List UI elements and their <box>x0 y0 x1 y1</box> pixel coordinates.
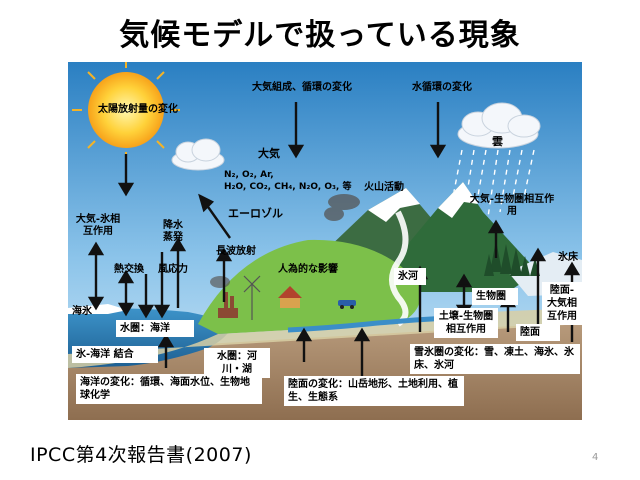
label-cryosphere-changes: 雪氷圏の変化：雪、凍土、海氷、氷床、氷河 <box>410 344 580 374</box>
label-land-changes: 陸面の変化：山岳地形、土地利用、植生、生態系 <box>284 376 464 406</box>
label-aerosol: エーロゾル <box>228 207 283 220</box>
rain-cloud-icon <box>457 102 541 149</box>
label-atmos-ice: 大気-氷相互作用 <box>75 214 121 237</box>
sea-ice <box>68 304 128 314</box>
car-icon <box>338 300 356 309</box>
label-volcano: 火山活動 <box>364 182 404 193</box>
label-sea-ice: 海氷 <box>72 306 92 317</box>
label-longwave: 長波放射 <box>216 246 256 257</box>
river <box>287 315 449 333</box>
label-atmosphere: 大気 <box>258 147 280 160</box>
house-icon <box>278 286 302 308</box>
label-hydrosphere-ocean: 水圏：海洋 <box>116 320 194 337</box>
sun-icon <box>72 62 180 162</box>
volcano-smoke-icon <box>324 194 360 221</box>
climate-system-diagram: 太陽放射量の変化 大気組成、循環の変化 水循環の変化 雲 大気 N₂, O₂, … <box>68 62 582 420</box>
label-soil-biosphere: 土壌-生物圏相互作用 <box>434 308 498 338</box>
label-cloud: 雲 <box>492 135 503 148</box>
label-wind-stress: 風応力 <box>158 264 188 275</box>
windmill-icon <box>243 275 261 320</box>
label-land-surface: 陸面 <box>516 324 560 341</box>
source-citation: IPCC第4次報告書(2007) <box>30 444 252 466</box>
green-hill <box>198 239 421 334</box>
label-atmos-composition: 大気組成、循環の変化 <box>252 82 352 93</box>
label-ice-ocean-coupling: 氷-海洋 結合 <box>72 346 158 363</box>
page-number: 4 <box>592 452 599 463</box>
label-gases-line2: H₂O, CO₂, CH₄, N₂O, O₃, 等 <box>224 182 352 192</box>
label-hydrosphere-rivers: 水圏：河川・湖 <box>204 348 270 378</box>
label-ocean-changes: 海洋の変化：循環、海面水位、生物地球化学 <box>76 374 262 404</box>
label-biosphere: 生物圏 <box>472 288 518 305</box>
glacier-stream <box>389 210 409 327</box>
label-solar-radiation: 太陽放射量の変化 <box>98 104 178 115</box>
label-ice-sheet: 氷床 <box>558 252 578 263</box>
label-gases-line1: N₂, O₂, Ar, <box>224 170 274 180</box>
label-water-cycle: 水循環の変化 <box>412 82 472 93</box>
label-atmos-biosphere: 大気-生物圏相互作用 <box>469 194 555 217</box>
label-human-influence: 人為的な影響 <box>278 264 338 275</box>
label-glacier: 氷河 <box>394 268 426 285</box>
label-heat-exchange: 熱交換 <box>114 264 144 275</box>
label-precip-evap: 降水蒸発 <box>163 220 183 243</box>
label-land-atmos: 陸面-大気相互作用 <box>542 282 582 325</box>
cloud-left-icon <box>171 138 225 171</box>
slide-title: 気候モデルで扱っている現象 <box>119 18 521 53</box>
